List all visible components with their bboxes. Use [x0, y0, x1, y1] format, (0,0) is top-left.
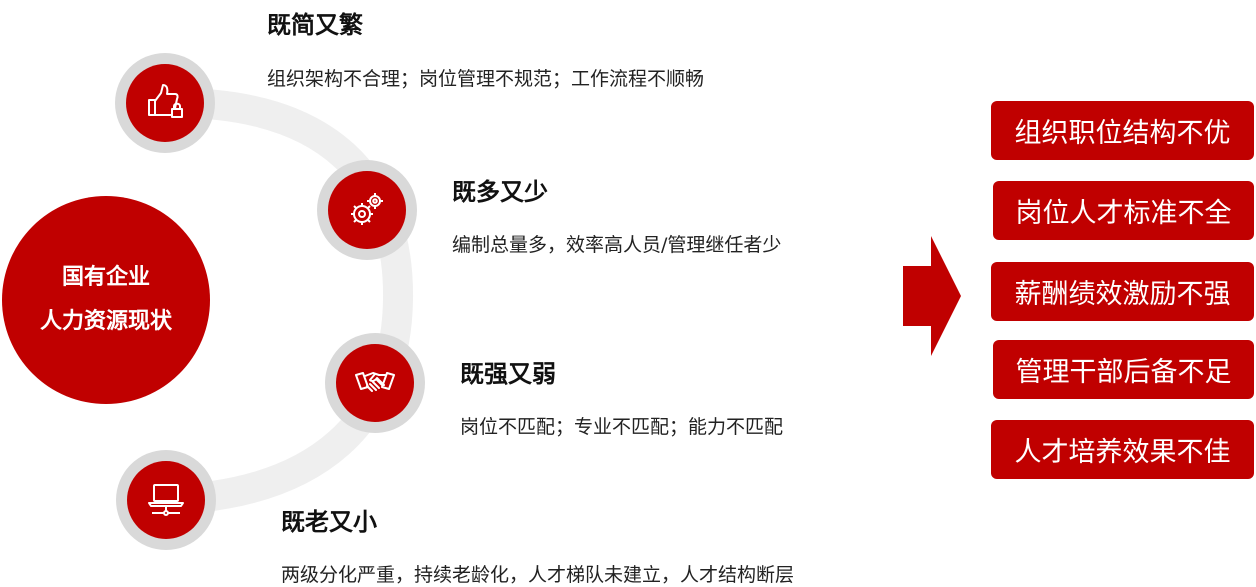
node-2: [317, 160, 417, 260]
item-1-title: 既简又繁: [267, 11, 363, 39]
item-1-desc: 组织架构不合理；岗位管理不规范；工作流程不顺畅: [267, 68, 705, 90]
center-title-line1: 国有企业: [61, 265, 150, 290]
item-2-desc: 编制总量多，效率高人员/管理继任者少: [452, 234, 782, 256]
node-3: [325, 333, 425, 433]
center-title-line2: 人力资源现状: [39, 309, 172, 334]
result-box-1: 组织职位结构不优: [991, 101, 1254, 160]
center-circle: 国有企业 人力资源现状: [2, 196, 210, 404]
node-1: [115, 53, 215, 153]
result-box-2: 岗位人才标准不全: [993, 181, 1254, 240]
item-3-title: 既强又弱: [460, 360, 556, 388]
item-3-desc: 岗位不匹配；专业不匹配；能力不匹配: [460, 416, 784, 438]
right-arrow-icon: [903, 236, 961, 356]
laptop-network-icon: [148, 484, 184, 516]
item-4-desc: 两级分化严重，持续老龄化，人才梯队未建立，人才结构断层: [281, 564, 795, 586]
result-box-5: 人才培养效果不佳: [991, 420, 1254, 479]
result-box-3: 薪酬绩效激励不强: [991, 262, 1254, 321]
result-box-4: 管理干部后备不足: [993, 340, 1254, 399]
node-4: [116, 450, 216, 550]
item-4-title: 既老又小: [281, 508, 377, 536]
thumbs-up-lock-icon: [148, 84, 183, 118]
handshake-icon: [355, 372, 395, 392]
item-2-title: 既多又少: [452, 178, 548, 206]
gears-icon: [351, 193, 383, 225]
